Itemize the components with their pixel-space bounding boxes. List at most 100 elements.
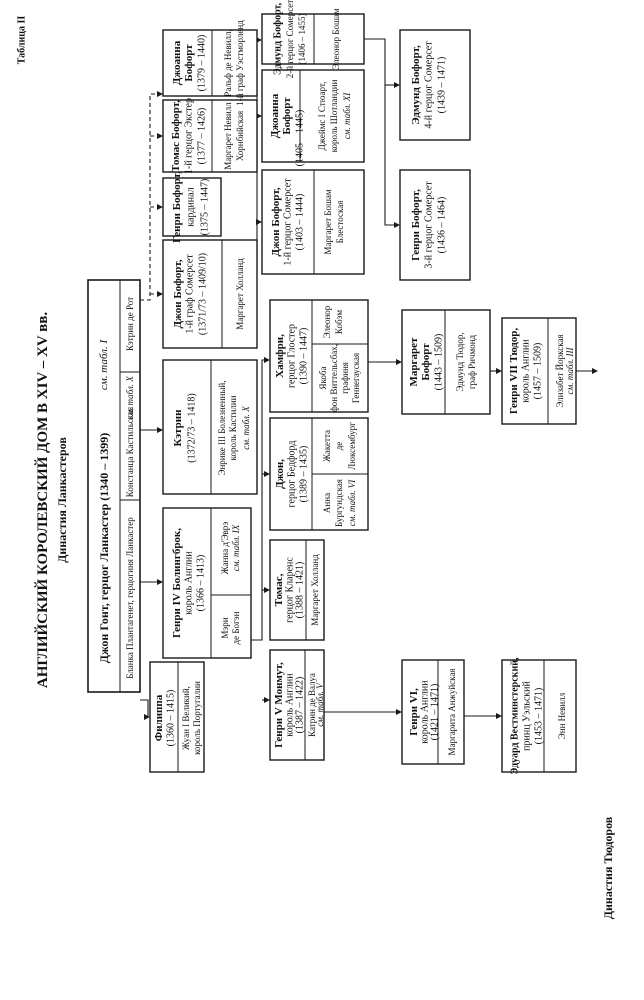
arrowhead	[256, 219, 262, 225]
spouse-name: Жанна д'Эврэ	[220, 522, 230, 575]
person-dates: (1377 – 1426)	[197, 108, 208, 165]
page-subtitle: Династия Ланкастеров	[55, 437, 69, 563]
spouse-name: Элеонор	[322, 305, 332, 338]
connector-dashed	[140, 93, 161, 301]
spouse-name: король Кастилии	[228, 395, 238, 460]
person-dates: (1379 – 1440)	[197, 35, 208, 92]
person-name: Бофорт	[183, 44, 195, 82]
person-box-henry-vii	[501, 317, 577, 425]
spouse-name: Джеймс I Стюарт,	[317, 82, 327, 151]
person-box-john-of-gaunt	[87, 279, 141, 693]
person-name: Бофорт	[420, 343, 432, 381]
person-dates: (1375 – 1447)	[200, 179, 211, 236]
spouse-name: Маргарет Невилл	[223, 102, 233, 170]
arrowhead	[157, 133, 163, 139]
arrowhead	[157, 91, 163, 97]
spouse-name: Маргарита Анжуйская	[447, 668, 457, 755]
spouse-name: графиня	[340, 362, 350, 394]
person-name: Джон Гонт, герцог Ланкастер (1340 – 1399…	[97, 433, 111, 664]
spouse-ref: см. табл. IX	[231, 524, 241, 571]
person-dates: (1405 – 1445)	[295, 110, 306, 167]
arrowhead	[157, 427, 163, 433]
person-boxes	[87, 13, 577, 773]
person-title: 3-й герцог Сомерсет	[424, 181, 435, 269]
spouse-name: Эдмунд Тюдор,	[455, 332, 465, 391]
person-box-thomas-beaufort	[162, 99, 258, 173]
person-name: Томас Бофорт,	[170, 100, 182, 172]
person-box-thomas-clarence	[269, 539, 325, 641]
person-box-edward-westminster	[501, 659, 577, 773]
spouse-name: Маргарет Бошам	[323, 189, 333, 254]
spouse-name: король Португалии	[192, 681, 202, 755]
spouse-name: Бланка Плантагенет, герцогиня Ланкастер	[125, 517, 135, 679]
person-dates: (1388 – 1421)	[295, 562, 306, 619]
person-box-john-beaufort-1st-duke	[261, 169, 365, 275]
person-box-margaret-beaufort	[401, 309, 491, 415]
spouse-name: граф Ричмонд	[467, 334, 477, 389]
person-name: Джоанна	[171, 40, 183, 85]
spouse-name: Анна	[322, 493, 332, 513]
person-dates: (1390 – 1447)	[299, 328, 310, 385]
connector	[364, 38, 398, 226]
person-box-edmund-beaufort-4th-duke	[399, 29, 471, 141]
page-label: Таблица II	[17, 16, 28, 65]
spouse-name: Блестоская	[335, 201, 345, 244]
spouse-ref: см. табл. XI	[342, 92, 352, 140]
person-ref: см. табл. I	[98, 339, 110, 391]
person-title: король Англии	[521, 339, 532, 403]
spouse-ref: см. табл. X	[125, 376, 135, 420]
spouse-ref: см. табл. III	[565, 346, 575, 394]
spouse-ref: см. табл. VI	[347, 479, 357, 527]
spouse-ref: см. табл. X	[241, 406, 251, 450]
arrowhead	[144, 714, 150, 720]
person-box-henry-v	[269, 649, 325, 761]
person-name: Эдмунд Бофорт,	[410, 45, 422, 125]
person-box-henry-vi	[401, 659, 465, 765]
person-title: король Англии	[285, 673, 296, 737]
person-title: принц Уэльский	[522, 681, 533, 751]
footer-label: Династия Тюдоров	[601, 816, 615, 919]
spouse-name: Катрин де Валуа	[307, 673, 317, 737]
arrowhead	[396, 709, 402, 715]
arrowhead	[496, 368, 502, 374]
spouse-name: Жакетта	[322, 430, 332, 462]
arrowhead	[157, 291, 163, 297]
arrowhead	[394, 82, 400, 88]
person-name: Джоанна	[269, 93, 281, 138]
spouse-name: 1-й граф Уэстморленд	[235, 20, 245, 106]
person-name: Генри VII Тюдор,	[508, 328, 520, 415]
person-title: 2-й герцог Сомерсет	[285, 0, 295, 78]
person-dates: (1457 – 1509)	[533, 343, 544, 400]
person-name: Генри Бофорт,	[171, 171, 183, 243]
person-box-john-beaufort-1st-earl	[162, 239, 258, 349]
spouse-name: Ральф де Невилл,	[223, 29, 233, 96]
person-dates: (1421 – 1471)	[430, 684, 441, 741]
person-dates: (1439 – 1471)	[437, 57, 448, 114]
spouse-name: Кобэм	[334, 310, 344, 334]
person-box-philippa	[149, 661, 205, 773]
person-name: Эдуард Вестминстерский,	[510, 657, 521, 774]
person-box-catherine	[162, 359, 258, 495]
person-dates: (1366 – 1413)	[196, 555, 207, 612]
person-box-humphrey	[269, 299, 369, 413]
spouse-name: Жуан I Великий,	[181, 686, 191, 750]
person-name: Генри VI,	[408, 688, 420, 736]
spouse-name: Бургундская	[334, 479, 344, 527]
arrowhead	[394, 222, 400, 228]
person-name: Джон Бофорт,	[172, 259, 184, 328]
spouse-name: Якоба	[318, 367, 328, 390]
person-box-henry-beaufort-cardinal	[162, 177, 222, 237]
arrowhead	[157, 204, 163, 210]
person-name: Бофорт	[281, 97, 293, 135]
person-dates: (1403 – 1444)	[295, 194, 306, 251]
person-title: герцог Бедфорд	[287, 441, 298, 508]
arrowhead	[157, 579, 163, 585]
person-name: Томас,	[273, 573, 285, 606]
spouse-name: де	[334, 442, 344, 451]
spouse-name: Геннегауская	[351, 353, 361, 403]
person-name: Генри IV Болингброк,	[171, 528, 183, 638]
arrowhead	[396, 359, 402, 365]
